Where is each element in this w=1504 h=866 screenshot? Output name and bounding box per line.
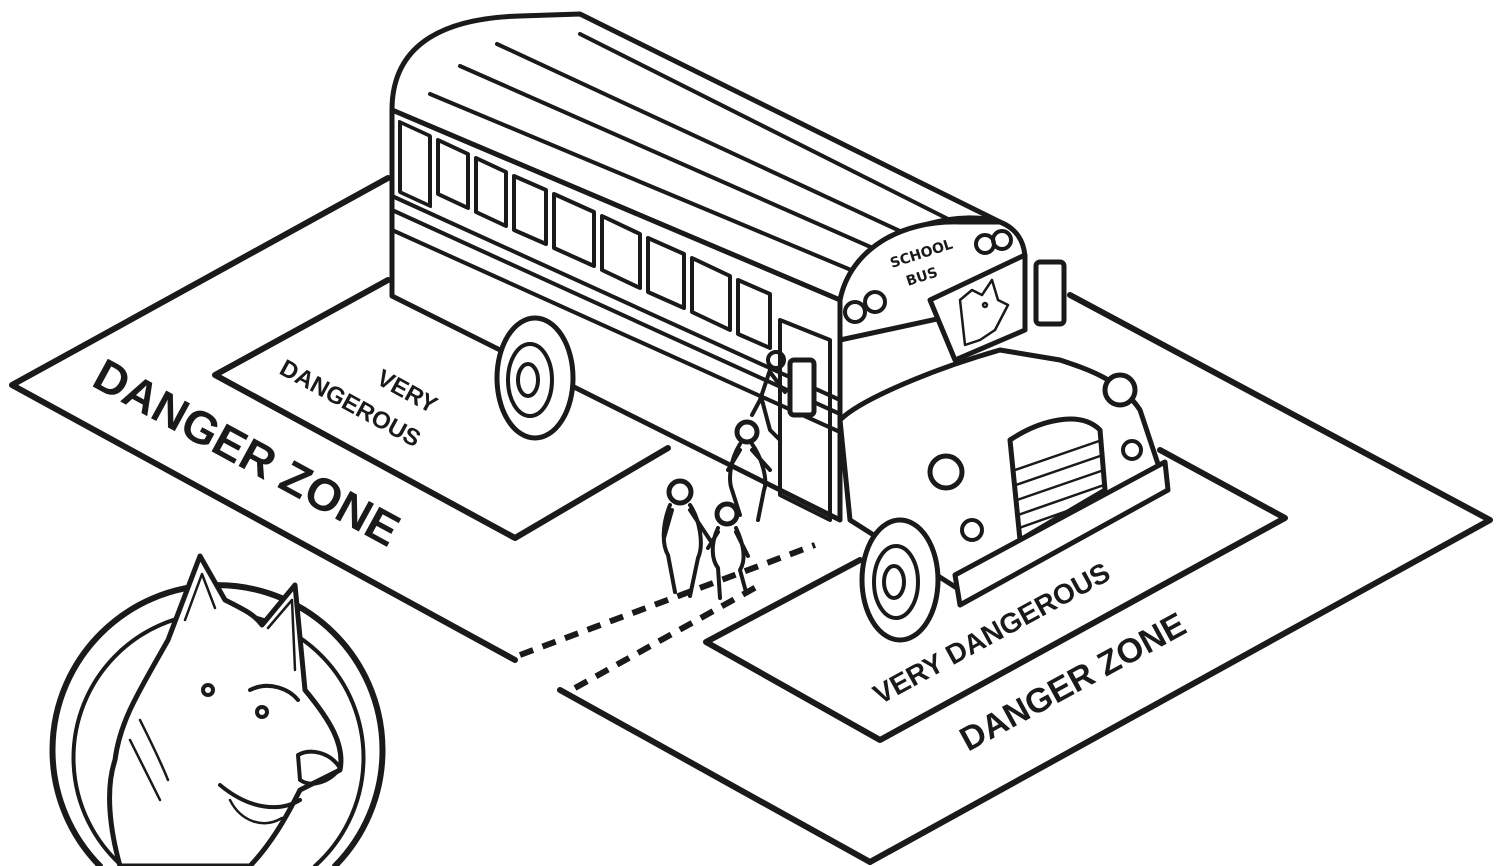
child-walking-3-icon <box>708 504 748 598</box>
crosswalk-lines <box>520 545 815 688</box>
bus-mirror-left <box>790 360 814 415</box>
child-walking-2-icon <box>664 481 710 596</box>
bus-mirror-right <box>1036 262 1064 324</box>
bus-front-wheel <box>862 520 938 640</box>
dog-mascot-logo <box>53 556 383 866</box>
bus-rear-wheel <box>497 318 573 438</box>
school-bus: SCHOOL BUS <box>392 14 1168 640</box>
